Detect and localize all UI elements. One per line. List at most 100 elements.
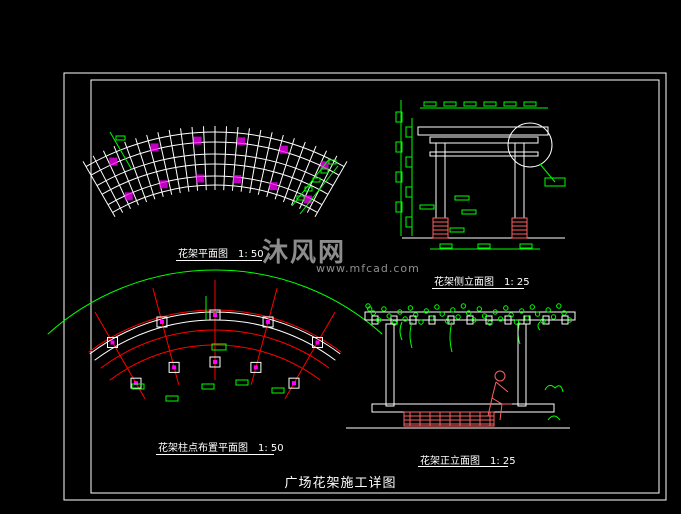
- colplan-column-core: [110, 340, 115, 345]
- side-detail-circle: [507, 122, 553, 168]
- plan-rafter: [223, 126, 228, 191]
- plan-rafter: [282, 141, 306, 203]
- plan-column: [196, 174, 205, 183]
- plan-dim-text: [328, 159, 337, 165]
- front-foliage-leaf: [428, 315, 435, 321]
- plan-column: [233, 175, 242, 184]
- plan-rafter: [314, 161, 348, 218]
- side-dim-text: [483, 101, 497, 107]
- colplan-column-core: [213, 360, 217, 364]
- front-foliage-leaf: [524, 315, 530, 321]
- plan-dim-line: [299, 165, 339, 215]
- colplan-dim-text: [271, 387, 285, 394]
- front-foliage-leaf: [375, 317, 382, 323]
- front-rafter-end: [485, 315, 493, 325]
- plan-dim-text: [115, 135, 126, 141]
- front-foliage-leaf: [423, 308, 429, 314]
- colplan-column: [209, 356, 221, 368]
- plan-column: [124, 192, 133, 201]
- plan-column: [237, 137, 246, 146]
- front-bench-top: [371, 403, 555, 413]
- plan-view-name: 花架平面图: [178, 249, 228, 260]
- side-dim-text: [405, 186, 413, 198]
- front-foliage-leaf: [540, 318, 546, 324]
- side-dim-text: [395, 201, 403, 213]
- drawing-title: 广场花架施工详图: [284, 476, 397, 491]
- front-top-beam: [364, 311, 576, 321]
- colplan-column: [130, 377, 142, 389]
- side-dim-text: [477, 243, 491, 249]
- front-foliage-leaf: [508, 312, 514, 318]
- front-foliage-leaf: [460, 303, 467, 309]
- plan-rafter: [291, 145, 317, 206]
- column-plan-underline: [156, 454, 274, 455]
- colplan-column: [288, 377, 300, 389]
- front-foliage-leaf: [455, 314, 461, 320]
- front-foliage-leaf: [381, 306, 387, 312]
- plan-view-underline: [176, 260, 262, 261]
- plan-column: [159, 180, 168, 189]
- front-shrub: [544, 384, 564, 393]
- plan-dim-line: [291, 157, 331, 207]
- front-foliage-leaf: [529, 304, 535, 310]
- side-dim-text: [395, 141, 403, 153]
- plan-rafter: [306, 155, 338, 213]
- front-foliage-leaf: [407, 305, 414, 311]
- colplan-dim-text: [235, 379, 249, 386]
- front-foliage-leaf: [476, 306, 482, 312]
- side-elevation-scale: 1: 25: [504, 277, 530, 288]
- side-elevation-underline: [432, 288, 524, 289]
- watermark-url: www.mfcad.com: [316, 262, 420, 275]
- side-dim-text: [503, 101, 517, 107]
- front-shrub: [547, 415, 561, 421]
- front-foliage-leaf: [370, 310, 376, 316]
- colplan-column: [168, 361, 180, 373]
- plan-rafter: [157, 132, 173, 195]
- front-rafter-end: [466, 315, 474, 325]
- colplan-column-core: [253, 365, 258, 370]
- front-foliage-leaf: [492, 309, 498, 315]
- side-brick-base: [511, 217, 528, 239]
- plan-rafter: [257, 132, 273, 195]
- colplan-column: [209, 309, 221, 321]
- plan-column: [109, 157, 118, 166]
- colplan-radial: [152, 288, 180, 385]
- side-cross-beam: [429, 136, 539, 144]
- front-foliage-leaf: [566, 317, 573, 323]
- front-foliage-leaf: [434, 304, 440, 310]
- watermark: 沐风网 www.mfcad.com: [262, 232, 419, 275]
- watermark-brand: 沐风网: [262, 238, 347, 268]
- plan-dim-text: [312, 177, 321, 183]
- front-vine: [537, 321, 541, 331]
- front-foliage-leaf: [503, 305, 509, 311]
- column-layout-plan: [47, 269, 383, 402]
- front-elevation-scale: 1: 25: [490, 456, 516, 467]
- colplan-column: [250, 361, 262, 373]
- plan-rafter: [249, 129, 262, 194]
- plan-rafter: [168, 129, 181, 194]
- side-note: [454, 195, 470, 201]
- colplan-column-core: [134, 381, 138, 386]
- colplan-column-core: [315, 340, 320, 345]
- plan-column: [150, 143, 159, 152]
- side-dim-text: [439, 243, 453, 249]
- front-foliage-leaf: [418, 319, 424, 325]
- front-foliage-leaf: [402, 316, 408, 322]
- front-foliage-leaf: [550, 314, 557, 320]
- side-dim-text: [519, 243, 533, 249]
- side-dim-text: [405, 156, 413, 168]
- plan-rafter: [135, 138, 156, 200]
- side-brick-base: [432, 217, 449, 239]
- side-column: [435, 142, 446, 219]
- side-note: [449, 227, 465, 233]
- front-foliage-leaf: [556, 303, 562, 309]
- side-note: [419, 204, 435, 210]
- plan-dim-text: [320, 168, 329, 174]
- side-column: [514, 142, 525, 219]
- front-foliage-leaf: [487, 320, 493, 326]
- front-rafter-end: [409, 315, 417, 325]
- side-top-beam: [417, 126, 549, 136]
- plan-rafter: [113, 145, 139, 206]
